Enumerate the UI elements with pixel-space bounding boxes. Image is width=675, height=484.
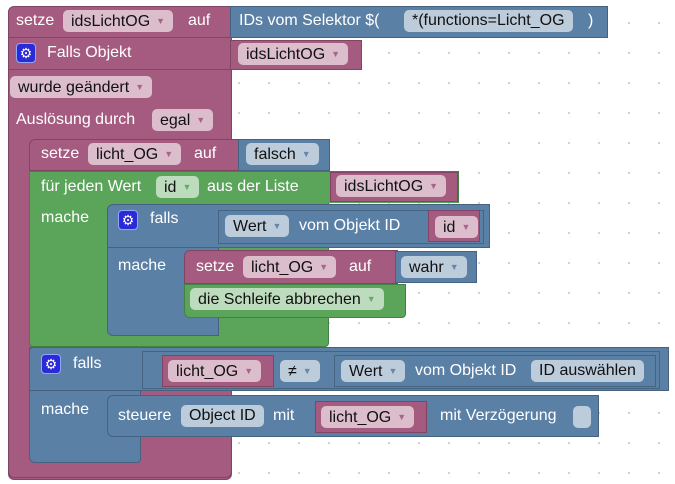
dropdown-arrow-icon: ▼ [429, 181, 439, 191]
dropdown-arrow-icon: ▼ [461, 222, 471, 232]
set-false-variable-dropdown[interactable]: licht_OG ▼ [88, 143, 182, 165]
if-inner-do-label: mache [118, 257, 167, 274]
trigger-object-text: idsLichtOG [246, 46, 326, 63]
set-ids-variable-dropdown[interactable]: idsLichtOG ▼ [63, 10, 174, 32]
dropdown-arrow-icon: ▼ [331, 49, 341, 59]
delay-checkbox[interactable] [573, 406, 591, 428]
control-object-select[interactable]: Object ID [181, 405, 264, 427]
control-value-text: licht_OG [329, 409, 392, 426]
bool-false-text: falsch [254, 146, 296, 163]
set-true-variable-dropdown[interactable]: licht_OG ▼ [243, 256, 337, 278]
foreach-list-dropdown[interactable]: idsLichtOG ▼ [336, 175, 447, 197]
if-inner-from-label: vom Objekt ID [299, 217, 401, 234]
compare-left-dropdown[interactable]: licht_OG ▼ [168, 360, 262, 382]
set-false-label: setze [41, 145, 80, 162]
dropdown-arrow-icon: ▼ [196, 115, 206, 125]
bool-true-dropdown[interactable]: wahr ▼ [401, 256, 467, 278]
if-inner-attr-text: Wert [233, 218, 267, 235]
if-outer-attr-text: Wert [349, 363, 383, 380]
operator-text: ≠ [288, 363, 297, 380]
if-inner-condition-area [107, 204, 490, 248]
if-outer-label: falls [73, 355, 102, 372]
gear-icon[interactable]: ⚙ [16, 43, 36, 63]
if-inner-label: falls [150, 210, 179, 227]
dropdown-arrow-icon: ▼ [182, 182, 192, 192]
if-outer-from-label: vom Objekt ID [415, 362, 517, 379]
trigger-block-footer [8, 462, 232, 478]
selector-label: IDs vom Selektor $( [239, 12, 380, 29]
foreach-variable-dropdown[interactable]: id ▼ [156, 176, 200, 198]
gear-icon[interactable]: ⚙ [41, 354, 61, 374]
compare-left-text: licht_OG [176, 363, 239, 380]
control-value-dropdown[interactable]: licht_OG ▼ [321, 406, 415, 428]
trigger-by-dropdown[interactable]: egal ▼ [152, 109, 214, 131]
trigger-label: Falls Objekt [47, 44, 132, 61]
foreach-list-text: idsLichtOG [344, 178, 424, 195]
trigger-object-dropdown[interactable]: idsLichtOG ▼ [238, 43, 349, 65]
operator-dropdown[interactable]: ≠▼ [280, 360, 320, 382]
if-outer-do-label: mache [41, 401, 90, 418]
dropdown-arrow-icon: ▼ [388, 366, 398, 376]
dropdown-arrow-icon: ▼ [366, 294, 376, 304]
condition-text: wurde geändert [18, 79, 130, 96]
if-outer-compare-block[interactable] [142, 351, 660, 389]
trigger-by-text: egal [160, 112, 191, 129]
foreach-list-label: aus der Liste [207, 178, 299, 195]
if-inner-id-dropdown[interactable]: id ▼ [435, 216, 479, 238]
control-with-label: mit [273, 407, 295, 424]
control-label: steuere [118, 407, 172, 424]
break-dropdown[interactable]: die Schleife abbrechen ▼ [190, 288, 384, 310]
if-outer-id-select[interactable]: ID auswählen [531, 360, 644, 382]
control-delay-label: mit Verzögerung [440, 407, 557, 424]
set-true-variable-text: licht_OG [251, 259, 314, 276]
foreach-variable-text: id [164, 179, 177, 196]
set-ids-to-label: auf [188, 12, 211, 29]
if-inner-id-text: id [443, 219, 456, 236]
if-outer-get-value-block[interactable] [334, 355, 656, 387]
set-ids-label: setze [16, 12, 55, 29]
dropdown-arrow-icon: ▼ [449, 262, 459, 272]
dropdown-arrow-icon: ▼ [301, 149, 311, 159]
condition-dropdown[interactable]: wurde geändert ▼ [10, 76, 153, 98]
if-inner-attr-dropdown[interactable]: Wert ▼ [225, 215, 290, 237]
set-true-to-label: auf [349, 258, 372, 275]
dropdown-arrow-icon: ▼ [319, 262, 329, 272]
set-false-variable-text: licht_OG [96, 146, 159, 163]
selector-close: ) [588, 12, 594, 29]
selector-input[interactable]: *(functions=Licht_OG [404, 10, 573, 32]
dropdown-arrow-icon: ▼ [272, 221, 282, 231]
dropdown-arrow-icon: ▼ [135, 82, 145, 92]
dropdown-arrow-icon: ▼ [164, 149, 174, 159]
set-true-label: setze [196, 258, 235, 275]
trigger-by-label: Auslösung durch [16, 111, 136, 128]
if-outer-id-text: ID auswählen [539, 362, 636, 379]
set-false-to-label: auf [194, 145, 217, 162]
dropdown-arrow-icon: ▼ [244, 366, 254, 376]
if-outer-attr-dropdown[interactable]: Wert ▼ [341, 360, 406, 382]
control-object-text: Object ID [189, 407, 256, 424]
gear-icon[interactable]: ⚙ [118, 210, 138, 230]
selector-input-text: *(functions=Licht_OG [412, 12, 565, 29]
break-text: die Schleife abbrechen [198, 291, 361, 308]
if-inner-get-value-block[interactable] [218, 210, 484, 244]
bool-false-dropdown[interactable]: falsch ▼ [246, 143, 319, 165]
foreach-do-label: mache [41, 209, 90, 226]
dropdown-arrow-icon: ▼ [302, 366, 312, 376]
foreach-label: für jeden Wert [41, 178, 142, 195]
set-ids-variable-text: idsLichtOG [71, 13, 151, 30]
dropdown-arrow-icon: ▼ [156, 16, 166, 26]
dropdown-arrow-icon: ▼ [397, 412, 407, 422]
bool-true-text: wahr [409, 259, 444, 276]
